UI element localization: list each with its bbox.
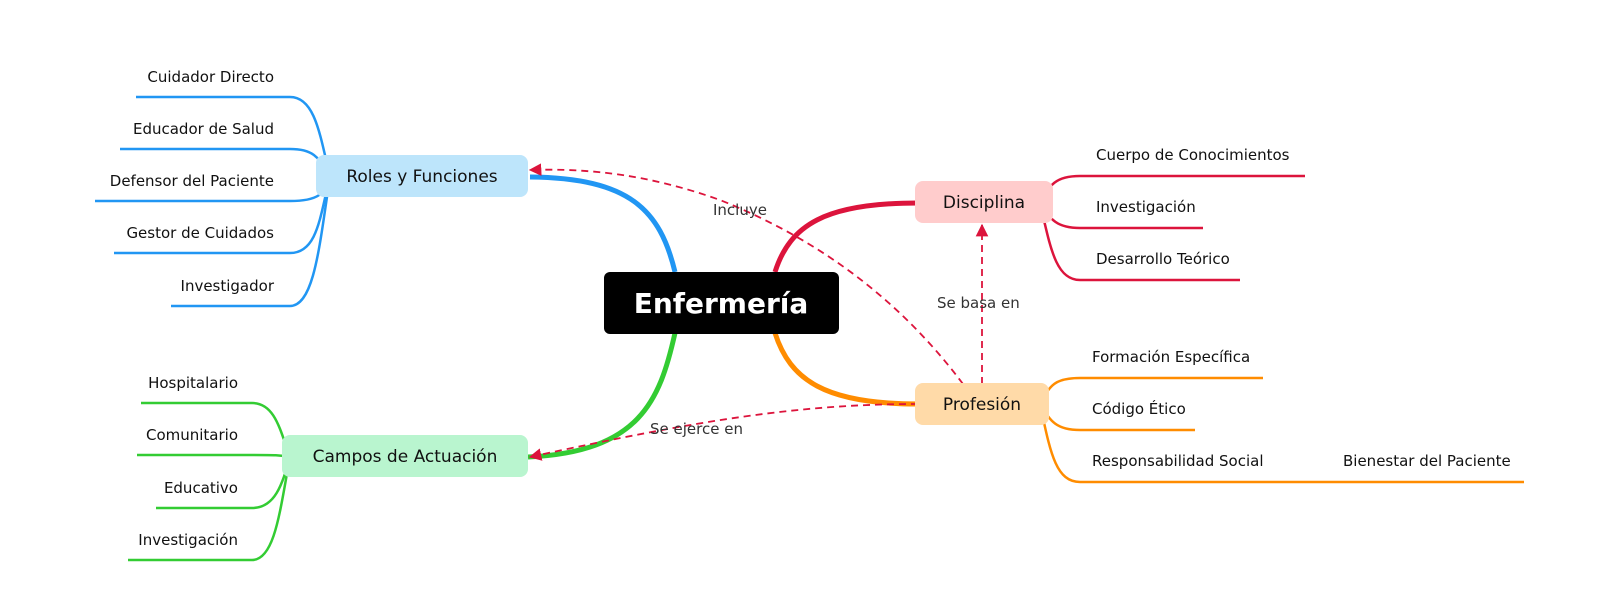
topic-profesion-label: Profesión [943, 395, 1021, 415]
root-label: Enfermería [634, 287, 809, 320]
branch-disciplina [772, 200, 919, 273]
leaf-label: Investigador [181, 277, 275, 295]
leaf-label: Desarrollo Teórico [1096, 250, 1230, 268]
relation-label-se-ejerce-en: Se ejerce en [650, 420, 743, 438]
relation-label-se-basa-en: Se basa en [937, 294, 1020, 312]
topic-roles[interactable]: Roles y Funciones [316, 155, 528, 197]
root-node[interactable]: Enfermería [604, 272, 839, 334]
branch-campos [527, 332, 678, 460]
leaf-connector [128, 456, 292, 562]
relation-se-ejerce-en [528, 403, 919, 461]
topic-profesion[interactable]: Profesión [915, 383, 1049, 425]
leaf-label: Educador de Salud [133, 120, 274, 138]
relation-incluye [528, 163, 964, 385]
topic-campos[interactable]: Campos de Actuación [282, 435, 528, 477]
leaf-label: Formación Específica [1092, 348, 1250, 366]
topic-campos-label: Campos de Actuación [313, 447, 498, 467]
leaf-connector [171, 176, 332, 308]
leaf-label: Bienestar del Paciente [1343, 452, 1511, 470]
leaf-label: Responsabilidad Social [1092, 452, 1264, 470]
leaf-label: Cuerpo de Conocimientos [1096, 146, 1290, 164]
leaf-label: Código Ético [1092, 399, 1186, 418]
leaf-label: Comunitario [146, 426, 238, 444]
leaf-label: Investigación [138, 531, 238, 549]
leaf-connector [137, 453, 291, 459]
topic-disciplina-label: Disciplina [943, 193, 1025, 213]
leaf-label: Investigación [1096, 198, 1196, 216]
leaf-label: Cuidador Directo [147, 68, 274, 86]
branch-profesion [772, 332, 919, 407]
leaf-label: Defensor del Paciente [110, 172, 274, 190]
topic-disciplina[interactable]: Disciplina [915, 181, 1053, 223]
branch-roles [529, 174, 678, 273]
leaf-label: Educativo [164, 479, 238, 497]
relation-label-incluye: Incluye [713, 201, 767, 219]
topic-roles-label: Roles y Funciones [346, 167, 497, 187]
leaf-label: Hospitalario [148, 374, 238, 392]
leaf-label: Gestor de Cuidados [126, 224, 274, 242]
